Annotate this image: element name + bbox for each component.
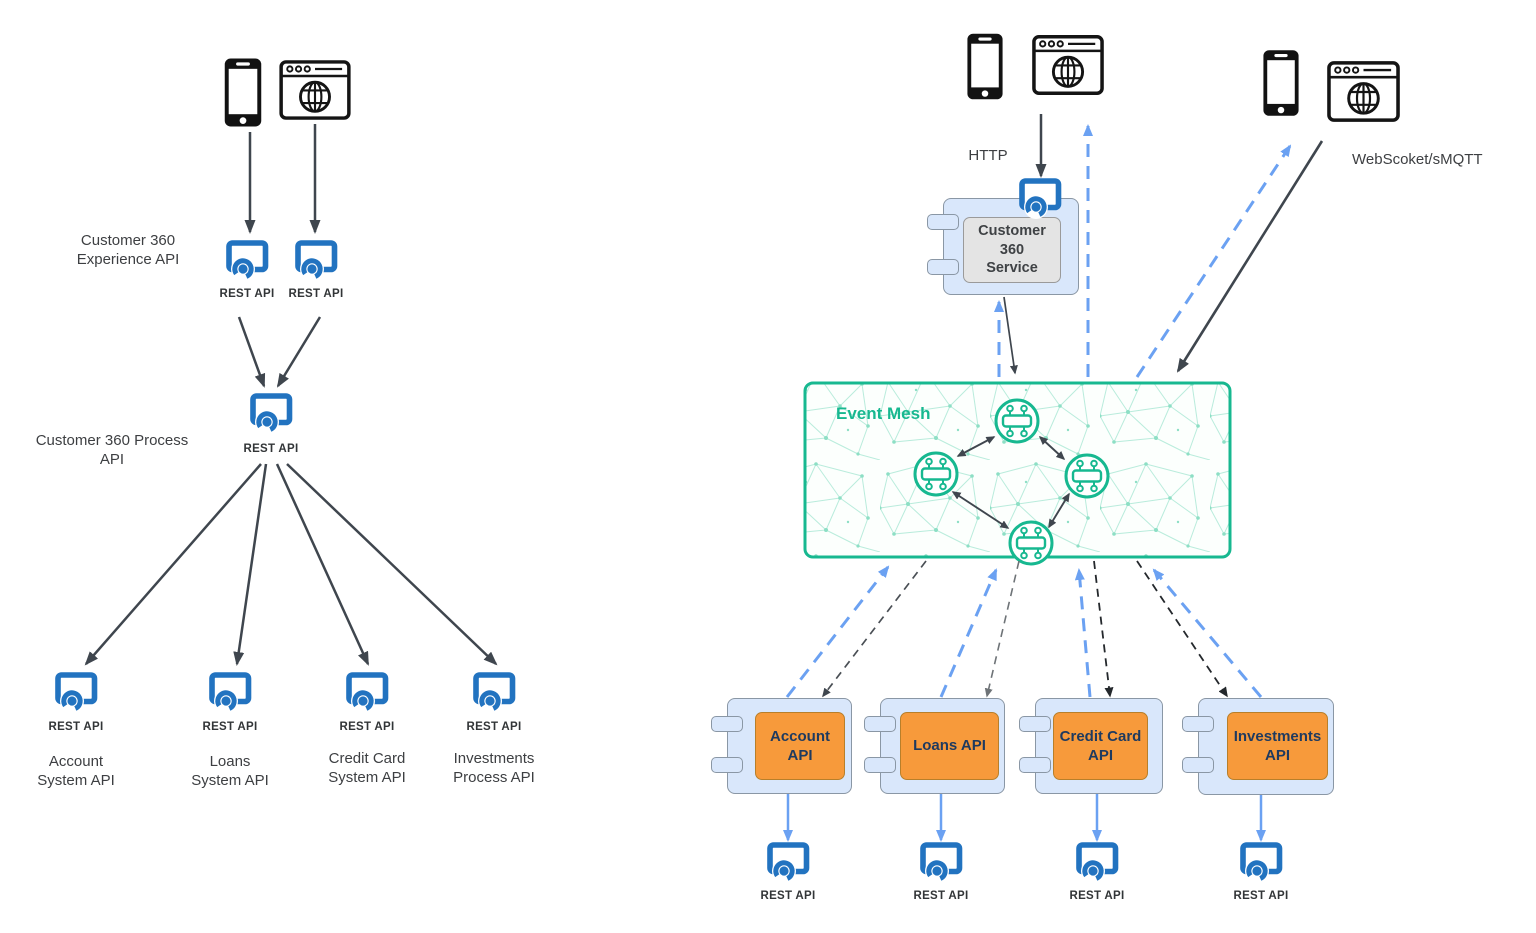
- service-label: Customer 360 Service: [963, 217, 1061, 283]
- dark-dashed-arrows: [822, 560, 1228, 698]
- rest-api-icon: [919, 841, 963, 887]
- arrow-process-to-loans: [233, 463, 268, 666]
- arrow-mesh-to-account: [822, 560, 927, 698]
- link-top-left: [956, 436, 996, 457]
- rest-api-icon: [1075, 841, 1119, 887]
- rest-api-caption: REST API: [339, 721, 395, 733]
- rest-api-icon: [1018, 177, 1062, 223]
- investments-api-component: Investments API: [1182, 698, 1334, 795]
- component-tab: [927, 259, 959, 275]
- component-tab: [1019, 716, 1051, 732]
- arrow-account-to-mesh: [785, 565, 890, 698]
- arrow-process-to-credit: [275, 463, 370, 666]
- arrow-mesh-to-websocket-clients: [1135, 144, 1292, 378]
- mobile-device-icon: [223, 57, 263, 128]
- rest-api-caption: REST API: [466, 721, 522, 733]
- rest-api-icon: [225, 239, 269, 285]
- arrow-credit-to-mesh: [1074, 568, 1092, 698]
- mobile-device-icon: [966, 30, 1004, 103]
- component-tab: [864, 757, 896, 773]
- event-broker-icon: [1008, 520, 1054, 566]
- credit-card-api-component: Credit Card API: [1019, 698, 1163, 794]
- arrow-mesh-to-loans: [984, 560, 1020, 698]
- api-label: Account API: [755, 712, 845, 780]
- component-tab: [1019, 757, 1051, 773]
- component-tab: [1182, 716, 1214, 732]
- system-api-label: Loans System API: [191, 753, 269, 789]
- loans-api-component: Loans API: [864, 698, 1005, 794]
- websocket-label: WebScoket/sMQTT: [1352, 151, 1483, 168]
- arrow-service-to-mesh: [1003, 296, 1018, 375]
- rest-api-caption: REST API: [1069, 890, 1125, 902]
- rest-api-icon: [54, 671, 98, 717]
- component-tab: [864, 716, 896, 732]
- rest-api-icon: [766, 841, 810, 887]
- web-browser-icon: [1327, 60, 1400, 123]
- arrow-process-to-investments: [286, 463, 498, 666]
- rest-api-caption: REST API: [913, 890, 969, 902]
- rest-api-caption: REST API: [219, 288, 275, 300]
- api-label: Investments API: [1227, 712, 1328, 780]
- account-api-component: Account API: [711, 698, 852, 794]
- rest-api-caption: REST API: [1233, 890, 1289, 902]
- event-broker-icon: [1064, 453, 1110, 499]
- rest-api-icon: [1239, 841, 1283, 887]
- rest-api-icon: [345, 671, 389, 717]
- rest-api-caption: REST API: [243, 443, 299, 455]
- link-top-right: [1038, 435, 1066, 461]
- component-tab: [711, 757, 743, 773]
- rest-api-caption: REST API: [760, 890, 816, 902]
- rest-api-caption: REST API: [202, 721, 258, 733]
- component-tab: [1182, 757, 1214, 773]
- web-browser-icon: [1032, 34, 1104, 96]
- rest-api-caption: REST API: [48, 721, 104, 733]
- event-broker-icon: [913, 451, 959, 497]
- rest-api-caption: REST API: [288, 288, 344, 300]
- arrow-process-to-account: [84, 463, 262, 666]
- process-api-label: Customer 360 Process API: [35, 432, 189, 468]
- customer-360-service-component: Customer 360 Service: [927, 198, 1079, 295]
- arrow-loans-to-mesh: [939, 568, 998, 698]
- rest-api-icon: [249, 392, 293, 438]
- arrow-investments-to-mesh: [1152, 568, 1263, 698]
- link-left-bottom: [951, 491, 1010, 529]
- api-label: Loans API: [900, 712, 999, 780]
- component-tab: [927, 214, 959, 230]
- system-api-label: Investments Process API: [453, 750, 535, 786]
- arrow-mesh-to-credit: [1093, 560, 1114, 698]
- component-tab: [711, 716, 743, 732]
- arrow-exp1-to-process: [237, 316, 266, 388]
- mobile-device-icon: [1262, 46, 1300, 120]
- arrow-websocket-to-mesh: [1176, 140, 1324, 373]
- arrow-exp2-to-process: [276, 316, 322, 388]
- http-label: HTTP: [968, 147, 1008, 164]
- rest-api-icon: [294, 239, 338, 285]
- rest-api-icon: [472, 671, 516, 717]
- api-label: Credit Card API: [1053, 712, 1148, 780]
- blue-solid-arrows: [783, 793, 1266, 842]
- system-api-label: Credit Card System API: [328, 750, 406, 786]
- web-browser-icon: [278, 60, 352, 120]
- arrow-mesh-to-investments: [1136, 560, 1228, 698]
- broker-links: [951, 435, 1070, 529]
- link-right-bottom: [1048, 492, 1070, 529]
- event-broker-icon: [994, 398, 1040, 444]
- rest-api-icon: [208, 671, 252, 717]
- event-mesh-label: Event Mesh: [836, 404, 931, 423]
- experience-api-label: Customer 360 Experience API: [76, 232, 180, 268]
- system-api-label: Account System API: [37, 753, 115, 789]
